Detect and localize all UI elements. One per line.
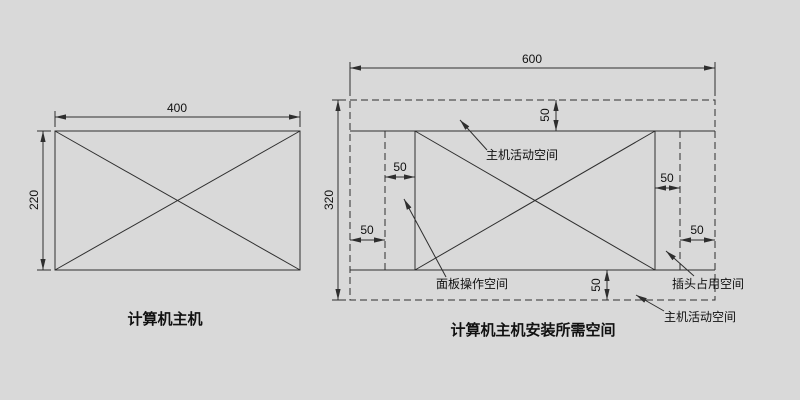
right-figure-caption: 计算机主机安装所需空间 — [450, 321, 615, 339]
label-bottom-activity-space-text: 主机活动空间 — [664, 310, 736, 324]
dim-height-220: 220 — [27, 130, 51, 271]
dim-left-inner-clearance-text: 50 — [393, 160, 407, 174]
dim-left-outer-clearance-50: 50 — [350, 223, 385, 243]
label-plug-space-text: 插头占用空间 — [672, 276, 744, 291]
dim-bottom-clearance-text: 50 — [589, 278, 603, 292]
required-space-outline — [349, 99, 716, 301]
label-plug-space: 插头占用空间 — [665, 250, 744, 291]
label-panel-operation-space: 面板操作空间 — [403, 198, 508, 291]
dim-right-inner-clearance-text: 50 — [660, 171, 674, 185]
dim-right-outer-clearance-text: 50 — [690, 223, 704, 237]
dim-top-clearance-50: 50 — [538, 100, 559, 131]
dim-height-220-text: 220 — [27, 190, 41, 210]
dim-right-inner-clearance-50: 50 — [655, 171, 680, 191]
dim-height-320-text: 320 — [322, 190, 336, 210]
dim-width-600: 600 — [349, 52, 716, 96]
main-unit-diagonal-2 — [54, 130, 301, 271]
label-top-activity-space-text: 主机活动空间 — [486, 148, 558, 162]
dim-left-outer-clearance-text: 50 — [360, 223, 374, 237]
dim-right-outer-clearance-50: 50 — [680, 223, 715, 243]
dim-top-clearance-text: 50 — [538, 108, 552, 122]
label-bottom-activity-space: 主机活动空间 — [635, 294, 736, 324]
label-panel-operation-space-text: 面板操作空间 — [436, 276, 508, 291]
dim-bottom-clearance-50: 50 — [589, 270, 610, 300]
dim-height-320: 320 — [322, 99, 346, 301]
dim-width-400-text: 400 — [167, 101, 187, 115]
dim-left-inner-clearance-50: 50 — [385, 160, 415, 180]
dim-width-400: 400 — [54, 101, 301, 127]
right-figure: 600 320 50 50 50 50 50 — [322, 52, 744, 339]
dim-width-600-text: 600 — [522, 52, 542, 66]
main-unit-outline — [54, 130, 301, 271]
left-figure-caption: 计算机主机 — [127, 310, 202, 328]
unit-diagonal-2 — [414, 130, 656, 271]
left-figure: 400 220 计算机主机 — [27, 101, 301, 328]
label-top-activity-space: 主机活动空间 — [459, 119, 558, 162]
